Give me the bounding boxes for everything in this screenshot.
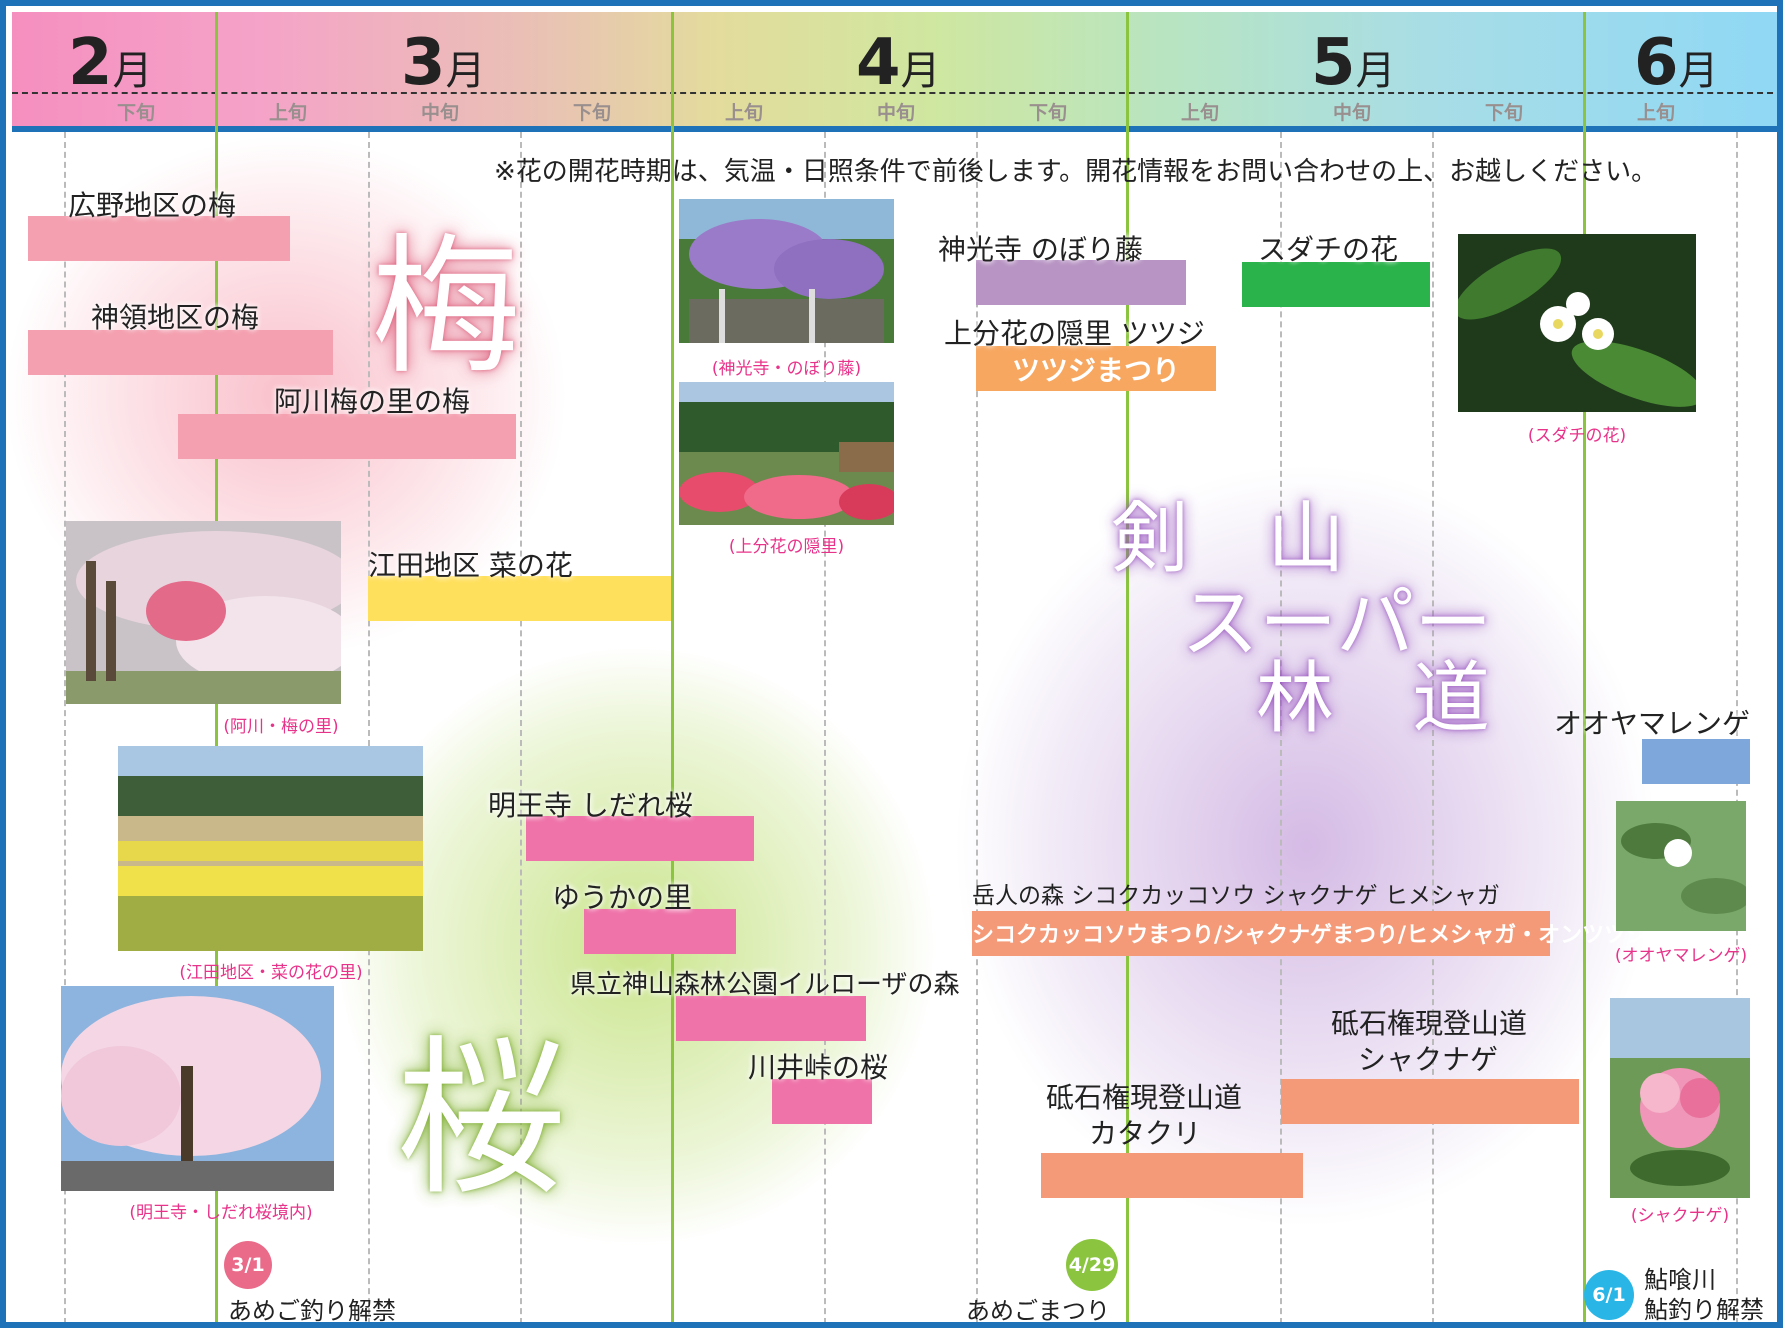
period-label: 中旬 (876, 102, 915, 124)
month-5: 5月 (1311, 26, 1396, 100)
month-2: 2月 (68, 26, 153, 100)
period-label: 中旬 (1332, 102, 1371, 124)
period-label: 上旬 (1636, 102, 1675, 124)
period-label: 下旬 (1028, 102, 1067, 124)
bar-katakuri (1041, 1153, 1303, 1198)
month-3: 3月 (401, 26, 486, 100)
label-ooyamarenge: オオヤマレンゲ (1554, 707, 1751, 740)
label-sudachi: スダチの花 (1258, 233, 1399, 266)
header-divider (12, 92, 1777, 94)
label-kawaitouge: 川井峠の桜 (748, 1051, 889, 1084)
ume-title: 梅 (371, 221, 522, 395)
gridline (368, 132, 370, 1322)
period-label: 下旬 (1484, 102, 1523, 124)
photo-magnolia (1616, 801, 1746, 931)
bar-jinkoji-fuji (976, 260, 1186, 305)
caption-wisteria: (神光寺・のぼり藤) (711, 359, 862, 379)
gridline (520, 132, 522, 1322)
caption-azalea: (上分花の隠里) (728, 537, 845, 557)
label-katakuri-1: 砥石権現登山道 (1046, 1081, 1243, 1114)
month-header (12, 12, 1777, 132)
bar-jinryo-ume (28, 330, 333, 375)
event-circle-0601: 6/1 (1584, 1270, 1634, 1320)
caption-sudachi: (スダチの花) (1527, 426, 1627, 446)
caption-rhododendron: (シャクナゲ) (1630, 1206, 1730, 1226)
photo-sudachi (1458, 234, 1696, 412)
event-label-amego-kaikin: あめご釣り解禁 (228, 1297, 396, 1325)
bar-iruroza (676, 996, 866, 1041)
event-label-amego-matsuri: あめごまつり (966, 1297, 1110, 1325)
photo-rhododendron (1610, 998, 1750, 1198)
label-katakuri-2: カタクリ (1089, 1117, 1202, 1150)
bar-eda-nanohana (368, 576, 671, 621)
period-label: 下旬 (116, 102, 155, 124)
month-6: 6月 (1634, 26, 1719, 100)
gridline (824, 132, 826, 1322)
bar-agawa-ume (178, 414, 516, 459)
photo-azalea (679, 382, 894, 525)
bar-kawaitouge (772, 1079, 872, 1124)
event-circle-0301: 3/1 (224, 1241, 272, 1289)
gridline (64, 132, 66, 1322)
label-eda-nanohana: 江田地区 菜の花 (368, 549, 573, 582)
month-boundary (1126, 12, 1129, 1322)
photo-sakura (61, 986, 334, 1191)
period-label: 上旬 (268, 102, 307, 124)
tsurugi-title-1: 剣 山 (1111, 494, 1346, 584)
period-label: 下旬 (572, 102, 611, 124)
photo-wisteria (679, 199, 894, 343)
month-boundary (1583, 12, 1586, 1322)
gridline (1736, 132, 1738, 1322)
label-agawa-ume: 阿川梅の里の梅 (274, 385, 471, 418)
photo-plum (66, 521, 341, 704)
bar-gakujin (972, 911, 1550, 956)
header-border (12, 126, 1777, 132)
caption-plum: (阿川・梅の里) (223, 717, 339, 737)
event-circle-0429: 4/29 (1066, 1239, 1118, 1291)
bar-yuuka (584, 909, 736, 954)
label-jinryo-ume: 神領地区の梅 (91, 301, 260, 334)
gridline (1432, 132, 1434, 1322)
sakura-title: 桜 (396, 1021, 567, 1219)
bar-sudachi (1242, 262, 1430, 307)
caption-magnolia: (オオヤマレンゲ) (1614, 946, 1748, 966)
bloom-note: ※花の開花時期は、気温・日照条件で前後します。開花情報をお問い合わせの上、お越し… (494, 157, 1658, 187)
period-label: 中旬 (420, 102, 459, 124)
label-myoouji-sakura: 明王寺 しだれ桜 (488, 789, 693, 822)
label-toishi-shakunage-2: シャクナゲ (1358, 1043, 1499, 1076)
label-jinkoji-fuji: 神光寺 のぼり藤 (938, 233, 1143, 266)
event-label-ayu-2: 鮎釣り解禁 (1644, 1296, 1764, 1324)
label-hirono-ume: 広野地区の梅 (68, 189, 237, 222)
label-toishi-shakunage-1: 砥石権現登山道 (1331, 1007, 1528, 1040)
month-4: 4月 (856, 26, 941, 100)
period-label: 上旬 (724, 102, 763, 124)
bar-toishi-shakunage (1281, 1079, 1579, 1124)
bar-ooyamarenge (1642, 739, 1750, 784)
label-iruroza: 県立神山森林公園イルローザの森 (570, 970, 960, 1000)
label-tsutsuji: 上分花の隠里 ツツジ (944, 317, 1205, 350)
photo-rape (118, 746, 423, 951)
tsurugi-title-3: 林 道 (1256, 654, 1491, 744)
period-label: 上旬 (1180, 102, 1219, 124)
label-gakujin: 岳人の森 シコクカッコソウ シャクナゲ ヒメシャガ (972, 883, 1500, 909)
gridline (976, 132, 978, 1322)
tsurugi-title-2: スーパー (1181, 579, 1493, 669)
caption-rape: (江田地区・菜の花の里) (179, 963, 363, 983)
gridline (1280, 132, 1282, 1322)
tsutsuji-festival-text: ツツジまつり (1011, 354, 1180, 387)
bar-myoouji-sakura (526, 816, 754, 861)
bar-tsutsuji (976, 346, 1216, 391)
month-boundary (671, 12, 674, 1322)
bar-hirono-ume (28, 216, 290, 261)
event-label-ayu-1: 鮎喰川 (1644, 1266, 1716, 1294)
caption-sakura: (明王寺・しだれ桜境内) (129, 1203, 313, 1223)
label-yuuka: ゆうかの里 (552, 881, 693, 914)
gakujin-festival-text: シコクカッコソウまつり/シャクナゲまつり/ヒメシャガ・オンツツジまつり (972, 923, 1715, 948)
